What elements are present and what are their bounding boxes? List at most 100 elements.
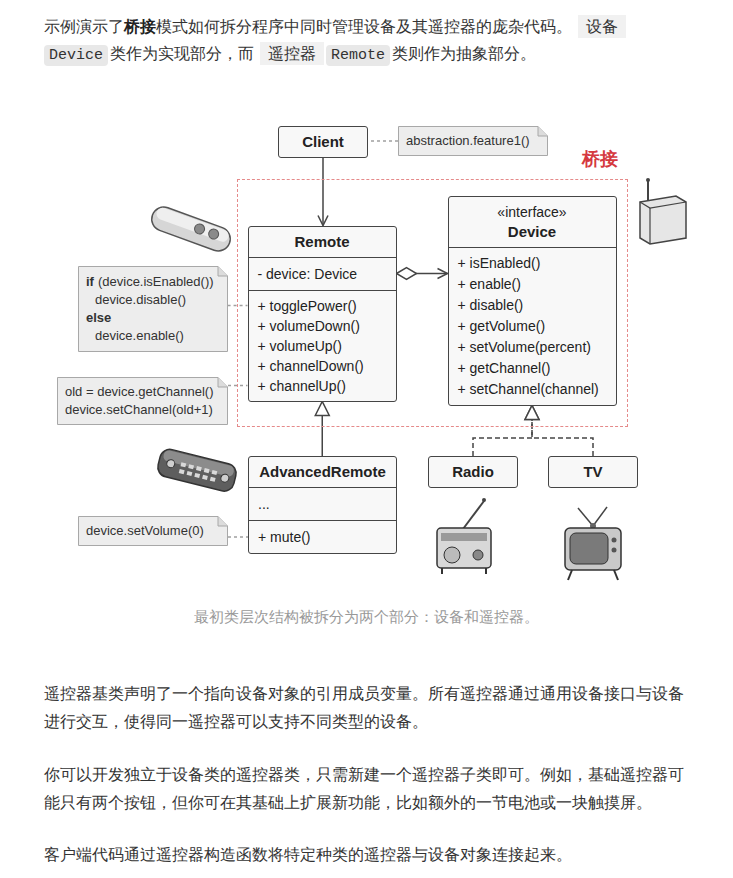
class-name: Radio — [439, 462, 507, 482]
note-box: abstraction.feature1() — [398, 126, 548, 156]
class-box: TV — [548, 456, 638, 488]
paragraph-text: 类作为实现部分，而 — [110, 45, 254, 62]
advanced-remote-illustration-part — [210, 477, 216, 482]
tv-illustration-part — [570, 533, 608, 564]
advanced-remote-illustration-part — [162, 449, 235, 477]
interface-box: «interface»Device+ isEnabled()+ enable()… — [448, 196, 617, 406]
radio-illustration-part — [444, 547, 460, 563]
code-note-text: device.disable() — [95, 291, 214, 309]
class-method: + mute() — [258, 527, 387, 547]
pattern-region: 桥接Remote- device: Device+ togglePower()+… — [237, 179, 628, 427]
note-link — [228, 536, 248, 537]
note-fold — [538, 127, 548, 137]
realization-arrow — [532, 406, 593, 457]
paragraph: 客户端代码通过遥控器构造函数将特定种类的遥控器与设备对象连接起来。 — [44, 841, 692, 869]
radio-illustration-part — [441, 533, 487, 541]
note-outline — [79, 267, 228, 352]
tv-illustration-part — [568, 570, 572, 580]
class-field: ... — [258, 494, 387, 514]
advanced-remote-illustration-part — [194, 473, 200, 478]
device-illustration-part — [640, 202, 686, 208]
class-method: + getChannel() — [458, 358, 607, 379]
advanced-remote-illustration-part — [220, 473, 230, 483]
code-note-text: device.setVolume(0) — [86, 522, 214, 540]
advanced-remote-illustration-part — [202, 475, 208, 480]
class-method: + enable() — [458, 274, 607, 295]
note-fold — [218, 517, 228, 527]
note-fold — [218, 378, 228, 388]
advanced-remote-illustration — [156, 447, 238, 493]
tv-illustration-part — [565, 528, 621, 570]
region-title: 桥接 — [582, 149, 618, 169]
realization-arrow — [473, 406, 532, 457]
code-note-text: device.enable() — [95, 327, 214, 345]
code-note-text: (device.isEnabled()) — [98, 274, 214, 289]
bold-term: 桥接 — [124, 18, 156, 35]
note-box: device.setVolume(0) — [78, 516, 228, 546]
remote-illustration-part — [193, 223, 206, 236]
advanced-remote-illustration-part — [188, 464, 194, 469]
code-note-text: if — [86, 274, 94, 289]
aggregation-arrow — [397, 273, 448, 275]
remote-illustration-part — [207, 228, 220, 241]
code-note-text: old = device.getChannel() — [65, 383, 214, 401]
inheritance-arrow — [322, 402, 324, 457]
radio-illustration-part — [482, 498, 486, 502]
inline-code: Remote — [326, 45, 390, 66]
paragraph-text: 遥控器基类声明了一个指向设备对象的引用成员变量。所有遥控器通过通用设备接口与设备… — [44, 685, 684, 730]
advanced-remote-illustration-part — [212, 470, 218, 475]
advanced-remote-illustration-part — [180, 462, 186, 467]
note-outline — [79, 517, 228, 546]
class-method: + disable() — [458, 295, 607, 316]
radio-illustration-part — [485, 568, 487, 574]
paragraph: 你可以开发独立于设备类的遥控器类，只需新建一个遥控器子类即可。例如，基础遥控器可… — [44, 761, 692, 817]
remote-illustration-part — [155, 206, 231, 243]
note-link — [368, 140, 398, 141]
paragraph: 示例演示了桥接模式如何拆分程序中同时管理设备及其遥控器的庞杂代码。设备 Devic… — [44, 13, 692, 69]
advanced-remote-illustration-part — [179, 469, 185, 474]
note-box: old = device.getChannel()device.setChann… — [57, 377, 228, 425]
paragraph-text: 类则作为抽象部分。 — [392, 45, 536, 62]
note-box: if (device.isEnabled()) device.disable()el… — [78, 266, 228, 352]
class-name: Remote — [259, 232, 386, 252]
class-box: Radio — [428, 456, 518, 488]
paragraph-text: 模式如何拆分程序中同时管理设备及其遥控器的庞杂代码。 — [156, 18, 572, 35]
class-box: Remote - device: Device + togglePower() + v… — [248, 226, 397, 402]
term-chip: 遥控器 — [260, 42, 324, 65]
remote-illustration — [148, 204, 233, 255]
radio-illustration-part — [437, 528, 491, 568]
class-name: Client — [289, 132, 357, 152]
class-method: + channelUp() — [258, 376, 387, 396]
class-method: + togglePower() — [258, 296, 387, 316]
radio-illustration-part — [473, 550, 483, 560]
tv-illustration-part — [578, 508, 593, 526]
inline-code: Device — [44, 45, 108, 66]
note-outline — [399, 127, 548, 156]
tv-illustration-part — [612, 538, 617, 543]
tv-illustration-part — [593, 507, 607, 526]
radio-illustration-part — [463, 501, 484, 529]
class-method: + channelDown() — [258, 356, 387, 376]
advanced-remote-illustration-part — [166, 459, 176, 469]
class-name: Device — [459, 222, 606, 242]
paragraph-text: 你可以开发独立于设备类的遥控器类，只需新建一个遥控器子类即可。例如，基础遥控器可… — [44, 766, 684, 811]
tv-illustration-part — [614, 570, 618, 580]
code-note-text: else — [86, 309, 214, 327]
advanced-remote-illustration-part — [156, 447, 238, 493]
figure-caption: 最初类层次结构被拆分为两个部分：设备和遥控器。 — [194, 608, 539, 625]
class-field: - device: Device — [258, 264, 387, 284]
code-note-text: device.setChannel(old+1) — [65, 401, 214, 419]
class-method: + setChannel(channel) — [458, 379, 607, 400]
radio-illustration — [437, 498, 491, 574]
note-fold — [218, 267, 228, 277]
association-arrow — [322, 158, 324, 226]
term-chip: 设备 — [578, 15, 626, 38]
class-method: + volumeUp() — [258, 336, 387, 356]
tv-illustration — [565, 507, 621, 580]
device-illustration — [640, 178, 686, 244]
device-illustration-part — [647, 181, 649, 203]
paragraph-text: 示例演示了 — [44, 18, 124, 35]
class-name: AdvancedRemote — [259, 462, 386, 482]
